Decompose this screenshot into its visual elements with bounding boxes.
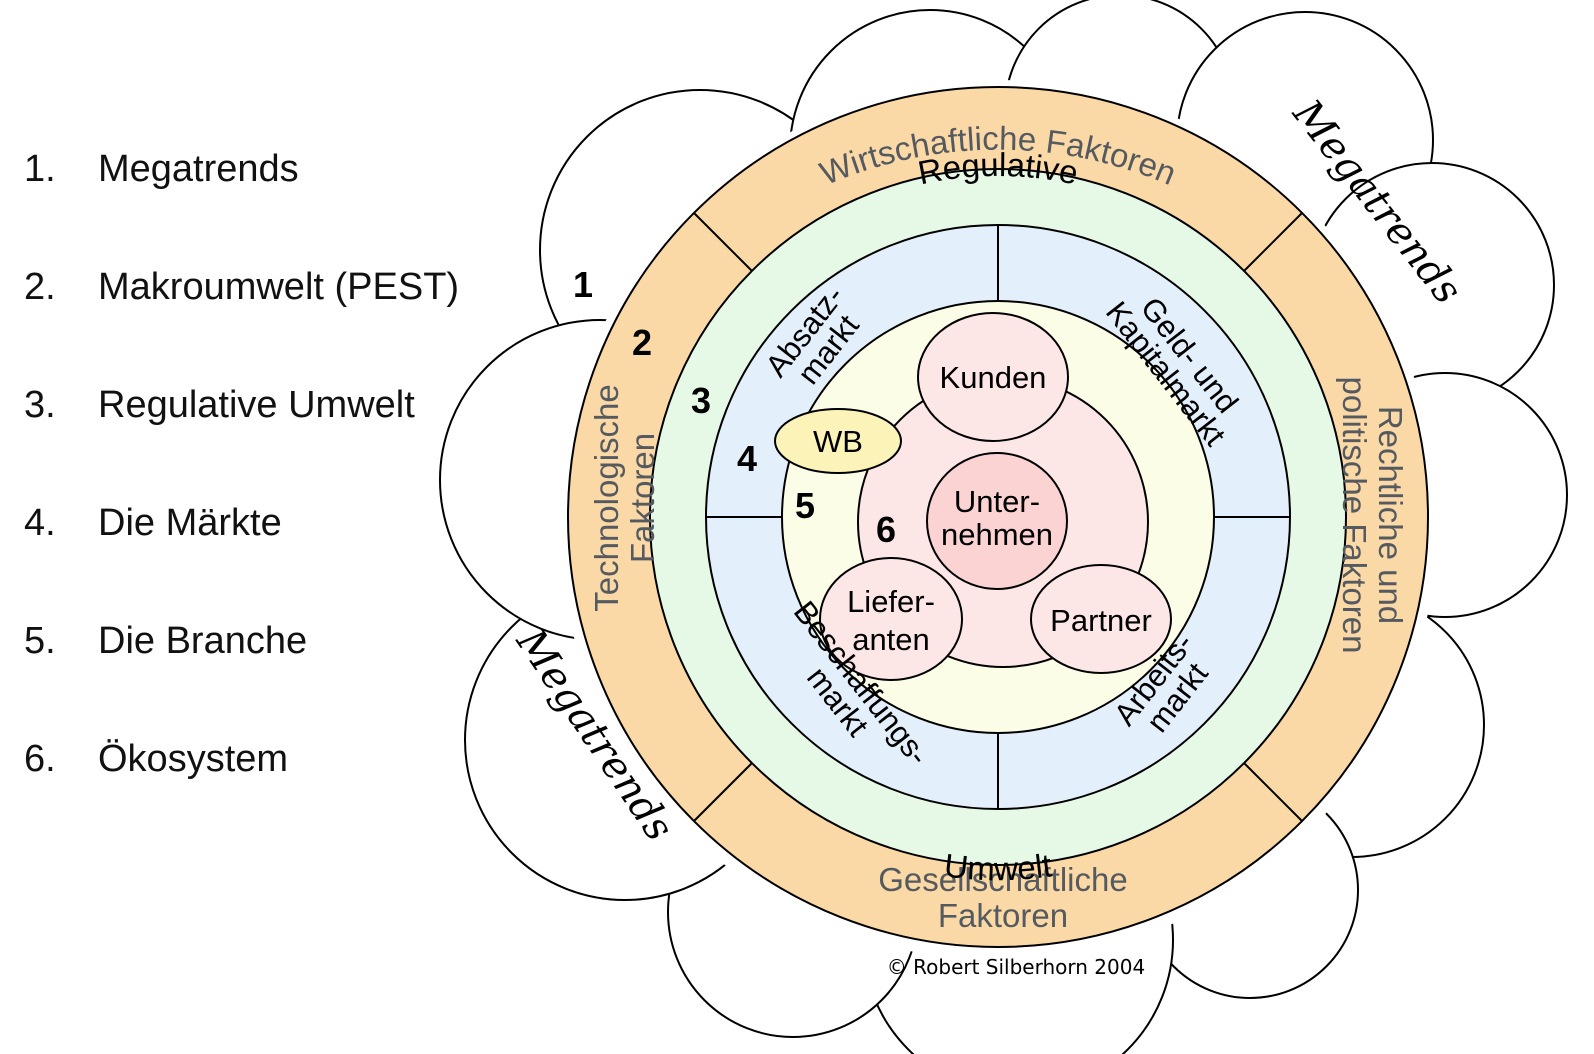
market-dividers bbox=[706, 225, 1290, 809]
level-number-2: 2 bbox=[632, 322, 652, 363]
umwelt-label: Umwelt bbox=[942, 846, 1054, 887]
legend-item-maerkte: 4.Die Märkte bbox=[24, 502, 282, 544]
legend-item-regulative-umwelt: 3.Regulative Umwelt bbox=[24, 384, 415, 426]
svg-text:Technologische: Technologische bbox=[588, 384, 625, 612]
svg-text:Unter-: Unter- bbox=[954, 484, 1040, 519]
legend-item-oekosystem: 6.Ökosystem bbox=[24, 738, 289, 780]
svg-text:Faktoren: Faktoren bbox=[938, 897, 1068, 934]
rechtliche-politische-faktoren-label: Rechtliche und politische Faktoren bbox=[1336, 377, 1409, 654]
partner-label: Partner bbox=[1050, 603, 1152, 638]
legend-item-megatrends: 1.Megatrends bbox=[24, 148, 299, 190]
kunden-label: Kunden bbox=[940, 360, 1047, 395]
partner-circle bbox=[1030, 564, 1172, 674]
legend-item-branche: 5.Die Branche bbox=[24, 620, 308, 662]
lieferanten-label: Liefer- anten bbox=[847, 584, 935, 657]
level-number-4: 4 bbox=[737, 438, 757, 479]
svg-text:anten: anten bbox=[852, 622, 930, 657]
legend-item-makroumwelt: 2.Makroumwelt (PEST) bbox=[24, 266, 460, 308]
svg-text:Faktoren: Faktoren bbox=[624, 433, 661, 563]
level-number-3: 3 bbox=[691, 380, 711, 421]
wb-label: WB bbox=[813, 424, 863, 459]
copyright-text: © Robert Silberhorn 2004 bbox=[887, 955, 1145, 979]
unternehmen-label: Unter- nehmen bbox=[941, 484, 1053, 552]
level-number-5: 5 bbox=[795, 485, 815, 526]
kunden-circle bbox=[917, 312, 1069, 442]
lieferanten-circle bbox=[819, 557, 963, 681]
svg-text:nehmen: nehmen bbox=[941, 517, 1053, 552]
level-number-6: 6 bbox=[876, 509, 896, 550]
pest-dividers bbox=[693, 212, 1303, 822]
technologische-faktoren-label: Technologische Faktoren bbox=[588, 384, 661, 612]
svg-text:Rechtliche und: Rechtliche und bbox=[1372, 406, 1409, 624]
svg-text:Liefer-: Liefer- bbox=[847, 584, 935, 619]
legend: 1.Megatrends 2.Makroumwelt (PEST) 3.Regu… bbox=[0, 0, 540, 1054]
svg-text:Gesellschaftliche: Gesellschaftliche bbox=[878, 861, 1127, 898]
svg-text:politische Faktoren: politische Faktoren bbox=[1336, 377, 1373, 654]
wb-ellipse bbox=[774, 408, 902, 474]
unternehmen-circle bbox=[926, 452, 1068, 590]
level-number-1: 1 bbox=[573, 264, 593, 305]
gesellschaftliche-faktoren-label: Gesellschaftliche Faktoren bbox=[878, 861, 1127, 934]
